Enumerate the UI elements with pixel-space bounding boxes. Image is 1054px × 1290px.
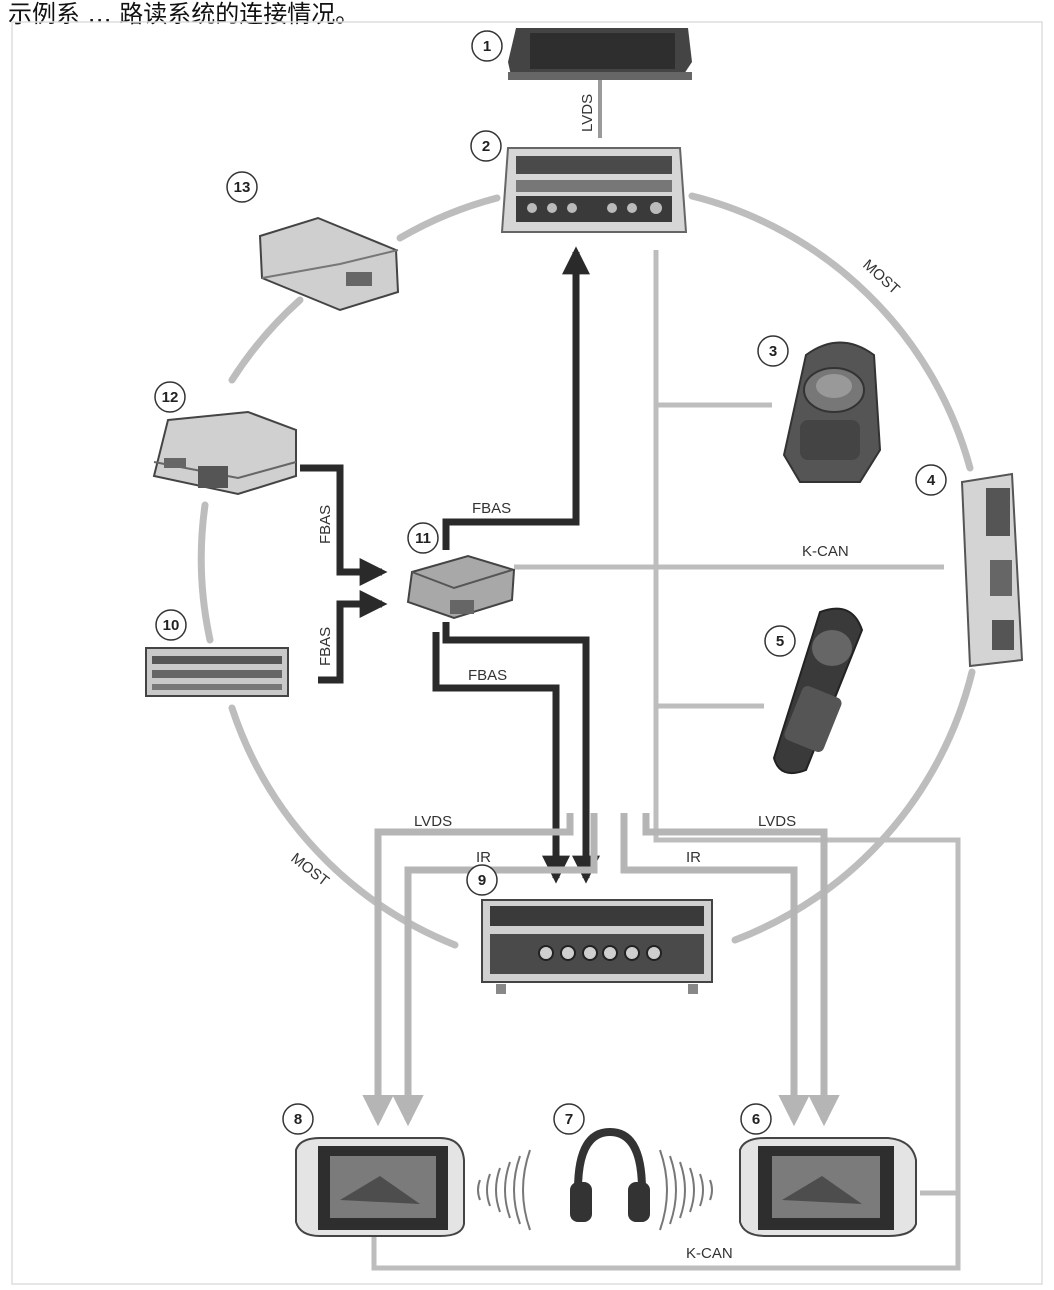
control-module-icon: [962, 474, 1022, 666]
rear-entertainment-unit-icon: [482, 900, 712, 994]
ir-waves-right-icon: [660, 1150, 712, 1230]
number-badge-1: 1: [472, 31, 502, 61]
number-badge-13: 13: [227, 172, 257, 202]
lvds-left-label: LVDS: [414, 813, 452, 830]
audio-head-unit-icon: [502, 148, 686, 232]
ir-waves-left-icon: [478, 1150, 530, 1230]
svg-text:6: 6: [752, 1111, 760, 1128]
lvds-right-label: LVDS: [758, 813, 796, 830]
svg-text:7: 7: [565, 1111, 573, 1128]
lvds-top-label: LVDS: [579, 94, 596, 132]
fbas-10-label: FBAS: [317, 627, 334, 666]
rear-display-right-icon: [740, 1138, 916, 1236]
tv-module-icon: [154, 412, 296, 494]
fbas-up-label: FBAS: [472, 500, 511, 517]
svg-text:1: 1: [483, 38, 491, 55]
number-badge-6: 6: [741, 1104, 771, 1134]
number-badge-8: 8: [283, 1104, 313, 1134]
kcan-bottom-label: K-CAN: [686, 1245, 733, 1262]
fbas-down-label: FBAS: [468, 667, 507, 684]
headphones-icon: [570, 1132, 650, 1222]
number-badge-11: 11: [408, 523, 438, 553]
svg-text:13: 13: [234, 179, 251, 196]
svg-text:4: 4: [927, 472, 936, 489]
number-badge-7: 7: [554, 1104, 584, 1134]
ir-right-label: IR: [686, 849, 701, 866]
video-module-icon: [408, 556, 514, 618]
number-badge-12: 12: [155, 382, 185, 412]
svg-text:3: 3: [769, 343, 777, 360]
amplifier-module-icon: [260, 218, 398, 310]
svg-text:8: 8: [294, 1111, 302, 1128]
svg-text:2: 2: [482, 138, 490, 155]
dvd-changer-icon: [146, 648, 288, 696]
idrive-controller-icon: [784, 343, 880, 483]
number-badge-2: 2: [471, 131, 501, 161]
rear-display-left-icon: [296, 1138, 464, 1236]
number-badge-4: 4: [916, 465, 946, 495]
number-badge-5: 5: [765, 626, 795, 656]
ir-left-label: IR: [476, 849, 491, 866]
fbas-12-label: FBAS: [317, 505, 334, 544]
svg-text:12: 12: [162, 389, 179, 406]
number-badge-10: 10: [156, 610, 186, 640]
svg-text:5: 5: [776, 633, 784, 650]
svg-text:11: 11: [415, 530, 431, 547]
svg-text:10: 10: [163, 617, 180, 634]
central-display-icon: [508, 28, 692, 80]
number-badge-9: 9: [467, 865, 497, 895]
kcan-mid-label: K-CAN: [802, 543, 849, 560]
svg-text:9: 9: [478, 872, 486, 889]
number-badge-3: 3: [758, 336, 788, 366]
